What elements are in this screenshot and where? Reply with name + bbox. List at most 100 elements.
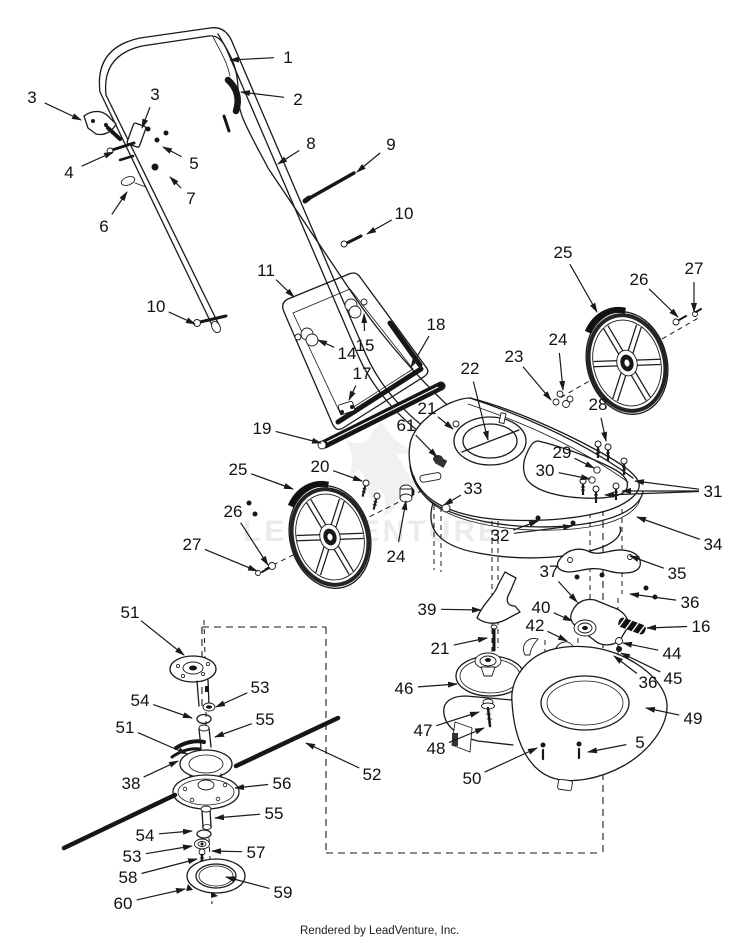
- svg-text:47: 47: [414, 721, 433, 740]
- handle-bolts: [193, 171, 363, 327]
- svg-text:50: 50: [463, 769, 482, 788]
- callout-38: 38: [122, 760, 179, 793]
- handle-bolt-lower: [198, 314, 228, 324]
- svg-text:9: 9: [386, 135, 395, 154]
- callout-16: 16: [646, 617, 711, 636]
- svg-text:7: 7: [186, 189, 195, 208]
- callout-34: 34: [636, 516, 723, 554]
- left-wheel: [287, 481, 372, 589]
- callout-47: 47: [414, 711, 480, 740]
- svg-text:55: 55: [265, 804, 284, 823]
- callout-26: 26: [630, 270, 679, 318]
- callout-54: 54: [131, 691, 193, 719]
- callout-52: 52: [305, 742, 381, 784]
- callout-44: 44: [622, 641, 681, 663]
- svg-text:24: 24: [549, 330, 568, 349]
- callout-27: 27: [183, 535, 258, 572]
- callout-25: 25: [229, 460, 294, 490]
- callout-21: 21: [431, 636, 488, 658]
- wheel-hardware: [255, 308, 702, 576]
- svg-text:36: 36: [681, 593, 700, 612]
- svg-text:4: 4: [64, 163, 73, 182]
- callout-29: 29: [553, 443, 595, 469]
- callout-24: 24: [549, 330, 568, 391]
- svg-text:33: 33: [464, 479, 483, 498]
- callout-11: 11: [257, 261, 295, 298]
- callout-10: 10: [147, 297, 196, 325]
- callout-28: 28: [589, 395, 607, 442]
- svg-text:29: 29: [553, 443, 572, 462]
- svg-text:45: 45: [664, 669, 683, 688]
- callout-17: 17: [348, 364, 371, 401]
- svg-text:35: 35: [668, 564, 687, 583]
- svg-text:31: 31: [704, 482, 723, 501]
- callout-30: 30: [536, 461, 591, 481]
- callout-54: 54: [136, 826, 193, 845]
- svg-text:48: 48: [427, 739, 446, 758]
- trimmer-line: [174, 739, 206, 750]
- leadventure-watermark: LEADVENTURE: [243, 421, 501, 548]
- cutting-blade: [61, 715, 341, 851]
- wing-knob: [294, 327, 319, 347]
- svg-text:60: 60: [114, 894, 133, 913]
- svg-text:3: 3: [150, 85, 159, 104]
- callout-60: 60: [114, 888, 186, 913]
- callout-31: 31: [604, 479, 723, 501]
- svg-text:15: 15: [356, 336, 375, 355]
- deck-mount-bracket: [556, 548, 641, 580]
- callout-10: 10: [366, 204, 413, 235]
- spacer: [198, 724, 212, 749]
- svg-text:22: 22: [461, 359, 480, 378]
- callout-32: 32: [491, 520, 573, 545]
- callout-14: 14: [317, 339, 356, 363]
- callout-53: 53: [215, 678, 269, 708]
- callout-61: 61: [397, 416, 438, 458]
- control-cable: [212, 33, 469, 425]
- flange-nut: [151, 163, 159, 171]
- svg-text:42: 42: [526, 616, 545, 635]
- callout-2: 2: [240, 90, 303, 109]
- cable-boot: [224, 76, 241, 115]
- callout-1: 1: [229, 48, 293, 67]
- callout-19: 19: [253, 419, 322, 444]
- callout-57: 57: [211, 843, 266, 862]
- callout-33: 33: [443, 479, 483, 506]
- svg-text:26: 26: [630, 270, 649, 289]
- svg-text:16: 16: [692, 617, 711, 636]
- handle-panel: [282, 272, 446, 450]
- handle-clamp: [126, 122, 147, 148]
- callout-55: 55: [214, 710, 274, 738]
- svg-text:34: 34: [704, 535, 723, 554]
- svg-text:57: 57: [247, 843, 266, 862]
- callout-42: 42: [526, 616, 568, 642]
- carriage-bolt: [110, 141, 136, 152]
- callout-35: 35: [629, 555, 687, 583]
- callout-50: 50: [463, 747, 538, 788]
- callout-21: 21: [418, 399, 454, 430]
- callout-37: 37: [540, 562, 578, 603]
- svg-text:20: 20: [311, 457, 330, 476]
- callout-46: 46: [395, 679, 458, 698]
- callout-36: 36: [629, 592, 700, 612]
- leadventure-logo-watermark: [346, 421, 420, 517]
- spindle-pulley: [172, 774, 240, 810]
- svg-text:58: 58: [119, 868, 138, 887]
- svg-text:39: 39: [418, 600, 437, 619]
- svg-text:5: 5: [189, 154, 198, 173]
- hex-nut: [441, 503, 451, 513]
- watermark-text: LEADVENTURE: [243, 515, 501, 548]
- spacer: [200, 805, 212, 830]
- mower-deck: [246, 397, 644, 559]
- callout-49: 49: [645, 706, 702, 728]
- panel-bracket: [337, 400, 356, 415]
- svg-text:25: 25: [554, 243, 573, 262]
- bearing: [194, 838, 210, 850]
- svg-text:59: 59: [274, 883, 293, 902]
- cable-clip: [120, 176, 136, 186]
- callout-48: 48: [427, 727, 485, 758]
- deck-guard-wire: [430, 502, 622, 559]
- svg-text:37: 37: [540, 562, 559, 581]
